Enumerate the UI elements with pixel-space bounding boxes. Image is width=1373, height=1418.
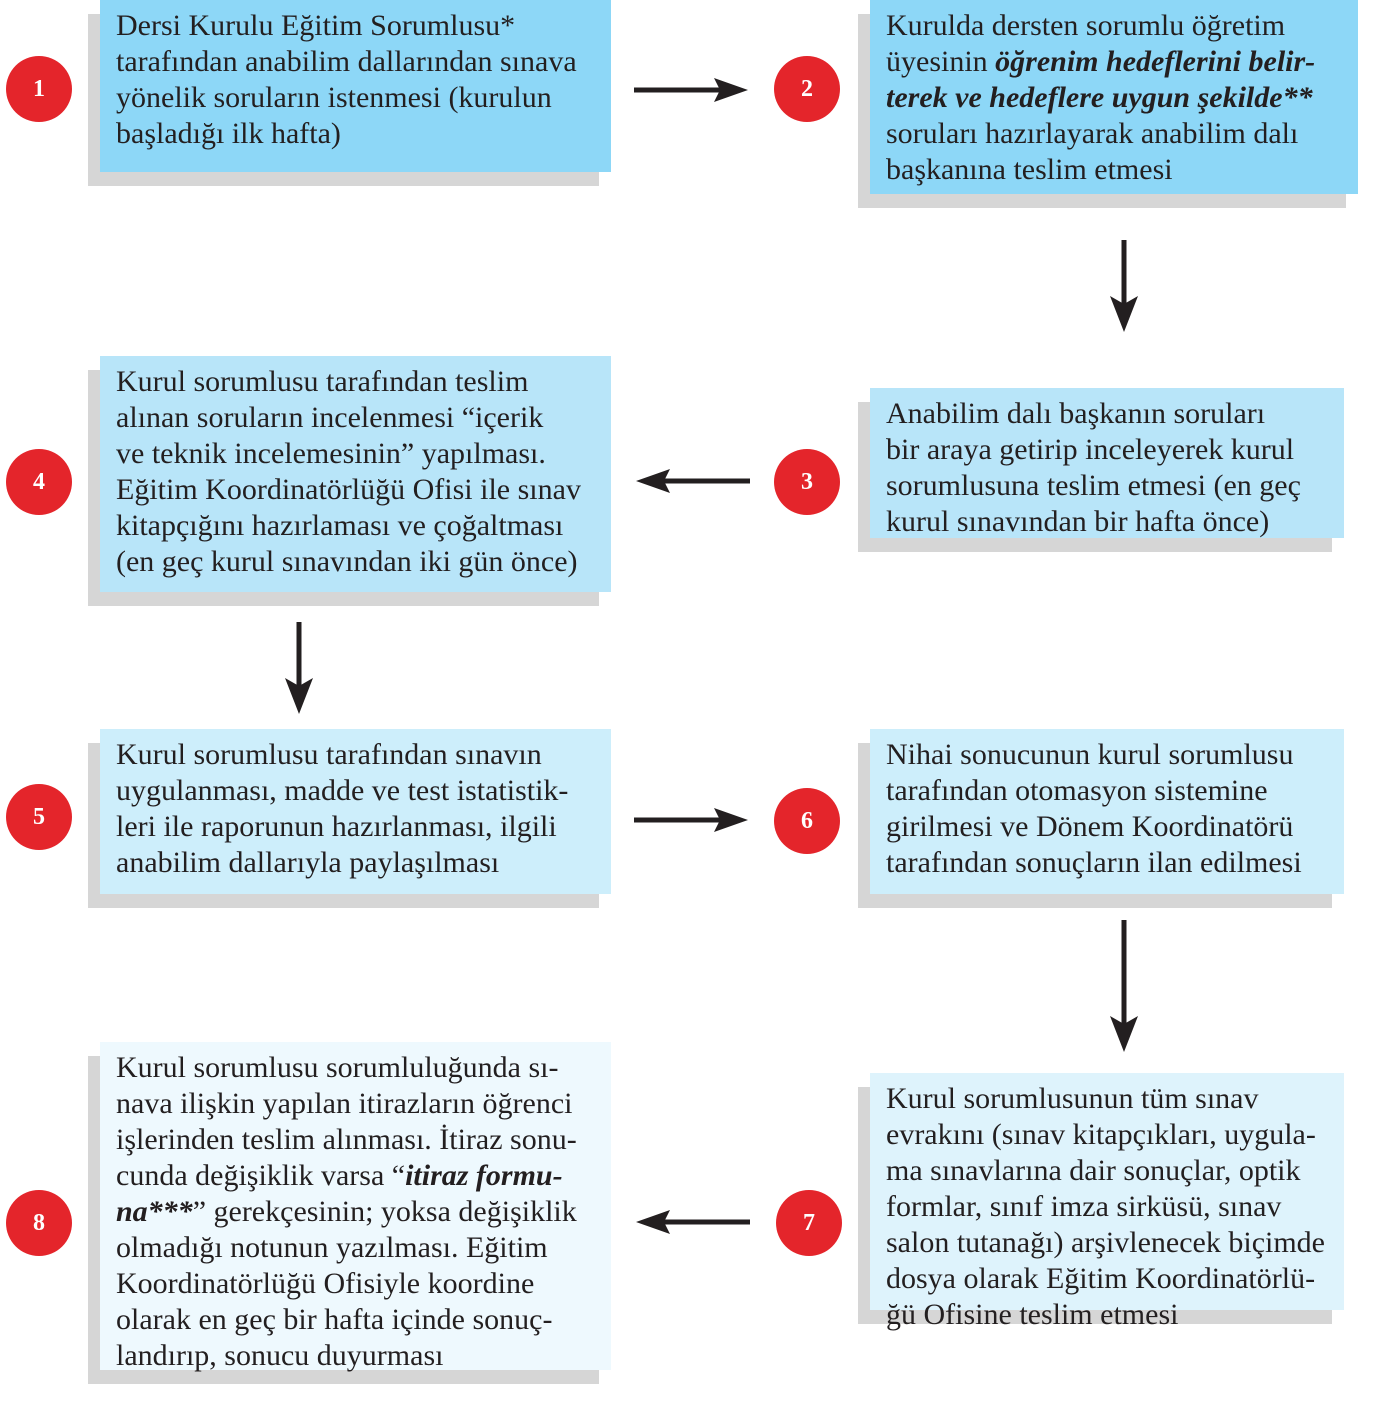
step-8-text-emphasis: itiraz formu- na*** xyxy=(116,1159,563,1228)
step-8-text-before: Kurul sorumlusu sorumluluğunda sı- nava … xyxy=(116,1051,577,1192)
step-3-text: Anabilim dalı başkanın soruları bir aray… xyxy=(886,397,1301,538)
step-6-box: Nihai sonucunun kurul sorumlusu tarafınd… xyxy=(870,729,1344,894)
step-7-badge: 7 xyxy=(776,1190,842,1256)
step-5-box: Kurul sorumlusu tarafından sınavın uygul… xyxy=(100,729,611,894)
step-2-badge: 2 xyxy=(774,56,840,122)
arrow-right-5-to-6 xyxy=(634,808,748,832)
step-2-box: Kurulda dersten sorumlu öğretim üyesinin… xyxy=(870,0,1358,194)
step-6-badge: 6 xyxy=(774,788,840,854)
step-2-text-after: soruları hazırlayarak anabilim dalı başk… xyxy=(886,117,1299,186)
step-1-badge: 1 xyxy=(6,56,72,122)
arrow-right-1-to-2 xyxy=(634,78,748,102)
arrow-left-3-to-4 xyxy=(636,469,750,493)
step-8-text: Kurul sorumlusu sorumluluğunda sı- nava … xyxy=(116,1050,601,1374)
step-1-box: Dersi Kurulu Eğitim Sorumlusu* tarafında… xyxy=(100,0,611,172)
step-4-text: Kurul sorumlusu tarafından teslim alınan… xyxy=(116,365,581,578)
step-3-badge: 3 xyxy=(774,449,840,515)
arrow-left-7-to-8 xyxy=(636,1210,750,1234)
step-6-text: Nihai sonucunun kurul sorumlusu tarafınd… xyxy=(886,738,1302,879)
step-4-box: Kurul sorumlusu tarafından teslim alınan… xyxy=(100,356,611,592)
step-2-text-emphasis: öğrenim hedeflerini belir- terek ve hede… xyxy=(886,45,1316,114)
step-4-badge: 4 xyxy=(6,449,72,515)
step-7-text: Kurul sorumlusunun tüm sınav evrakını (s… xyxy=(886,1082,1325,1331)
step-2-text: Kurulda dersten sorumlu öğretim üyesinin… xyxy=(886,8,1348,188)
step-5-badge: 5 xyxy=(6,784,72,850)
step-5-text: Kurul sorumlusu tarafından sınavın uygul… xyxy=(116,738,569,879)
step-7-box: Kurul sorumlusunun tüm sınav evrakını (s… xyxy=(870,1073,1344,1331)
arrow-down-2-to-3 xyxy=(1110,240,1138,332)
arrow-down-4-to-5 xyxy=(285,622,313,714)
step-1-text: Dersi Kurulu Eğitim Sorumlusu* tarafında… xyxy=(116,9,577,150)
step-8-box: Kurul sorumlusu sorumluluğunda sı- nava … xyxy=(100,1042,611,1372)
step-8-text-after: ” gerekçesinin; yoksa değişiklik olmadığ… xyxy=(116,1195,577,1372)
step-2-text-before: Kurulda dersten sorumlu öğretim üyesinin xyxy=(886,9,1286,78)
step-8-badge: 8 xyxy=(6,1190,72,1256)
step-3-box: Anabilim dalı başkanın soruları bir aray… xyxy=(870,388,1344,538)
arrow-down-6-to-7 xyxy=(1110,920,1138,1052)
